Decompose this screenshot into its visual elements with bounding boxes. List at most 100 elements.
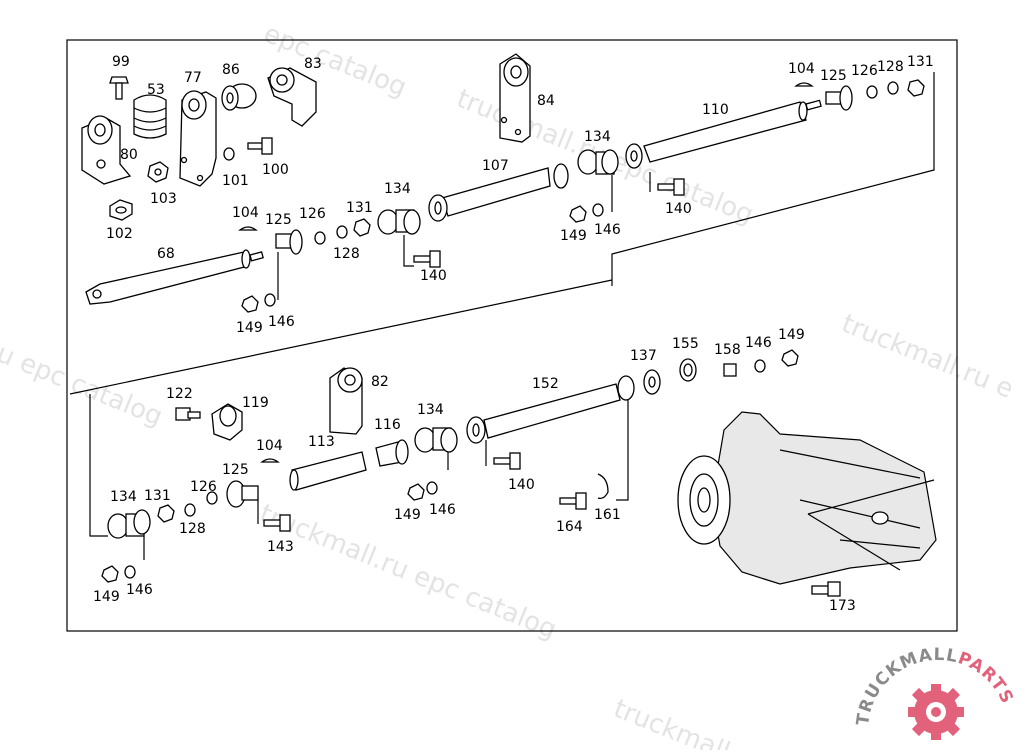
label-140c: 140 — [508, 477, 535, 493]
nut-131b — [353, 218, 371, 237]
nut-149e — [781, 349, 799, 367]
label-158: 158 — [714, 342, 741, 358]
shaft-110 — [643, 101, 807, 163]
label-149c: 149 — [778, 327, 805, 343]
label-126a: 126 — [851, 63, 878, 79]
label-80: 80 — [120, 147, 138, 163]
joint-134 — [577, 149, 599, 175]
key-104 — [794, 82, 814, 87]
mounting-parts — [81, 53, 531, 221]
label-107: 107 — [482, 158, 509, 174]
washer-128b — [336, 225, 348, 239]
label-134a: 134 — [584, 129, 611, 145]
label-100: 100 — [262, 162, 289, 178]
label-161: 161 — [594, 507, 621, 523]
label-134c: 134 — [417, 402, 444, 418]
nut-149b — [241, 295, 259, 313]
label-104b: 104 — [232, 205, 259, 221]
gear-icon — [908, 684, 964, 740]
label-128c: 128 — [179, 521, 206, 537]
shaft-113 — [291, 451, 367, 491]
label-104c: 104 — [256, 438, 283, 454]
label-137: 137 — [630, 348, 657, 364]
washer-146e — [754, 359, 766, 373]
clip-161 — [597, 473, 609, 500]
washer-126 — [866, 85, 878, 99]
label-140b: 140 — [420, 268, 447, 284]
bolt-99 — [109, 76, 129, 84]
nut-149 — [569, 205, 587, 223]
label-140a: 140 — [665, 201, 692, 217]
nut-131 — [907, 79, 925, 97]
plug-158 — [723, 363, 737, 377]
shaft-152 — [483, 383, 621, 439]
label-83: 83 — [304, 56, 322, 72]
label-149a: 149 — [560, 228, 587, 244]
shaft-assembly-68 — [85, 209, 441, 313]
label-84: 84 — [537, 93, 555, 109]
nut-131c — [157, 504, 175, 523]
joint-134c — [414, 427, 436, 453]
shaft-107 — [441, 167, 551, 217]
label-173: 173 — [829, 598, 856, 614]
housing-body — [711, 411, 937, 585]
watermark-bottom: truckmall.ru — [609, 694, 767, 750]
washer-128c — [184, 503, 196, 517]
label-149d: 149 — [394, 507, 421, 523]
label-125c: 125 — [222, 462, 249, 478]
label-99: 99 — [112, 54, 130, 70]
label-101: 101 — [222, 173, 249, 189]
divider-line — [69, 279, 613, 395]
label-152: 152 — [532, 376, 559, 392]
label-116: 116 — [374, 417, 401, 433]
washer-126c — [206, 491, 218, 505]
label-146c: 146 — [745, 335, 772, 351]
label-77: 77 — [184, 70, 202, 86]
label-82: 82 — [371, 374, 389, 390]
label-164: 164 — [556, 519, 583, 535]
shaft-assembly-152 — [466, 349, 799, 510]
washer-128 — [887, 81, 899, 95]
label-125b: 125 — [265, 212, 292, 228]
label-102: 102 — [106, 226, 133, 242]
label-146a: 146 — [594, 222, 621, 238]
transmission-housing — [677, 411, 937, 597]
label-128b: 128 — [333, 246, 360, 262]
joint-134b — [377, 209, 399, 235]
label-125a: 125 — [820, 68, 847, 84]
nut-149c — [407, 483, 425, 501]
washer-146b — [264, 293, 276, 307]
washer-146d — [124, 565, 136, 579]
label-110: 110 — [702, 102, 729, 118]
label-86: 86 — [222, 62, 240, 78]
truckmall-parts-logo: TRUCKMALLPARTS — [853, 645, 1016, 740]
label-131a: 131 — [907, 54, 934, 70]
washer-101 — [223, 147, 235, 161]
washer-146 — [592, 203, 604, 217]
lower-left-parts — [101, 367, 458, 583]
label-131c: 131 — [144, 488, 171, 504]
label-146b: 146 — [268, 314, 295, 330]
nut-149d — [101, 565, 119, 583]
washer-126b — [314, 231, 326, 245]
label-149b: 149 — [236, 320, 263, 336]
label-146e: 146 — [126, 582, 153, 598]
watermark-right: truckmall.ru e — [837, 309, 1017, 405]
label-53: 53 — [147, 82, 165, 98]
label-126c: 126 — [190, 479, 217, 495]
label-103: 103 — [150, 191, 177, 207]
part-labels: 99 53 77 86 83 84 80 103 101 100 102 104… — [93, 54, 934, 614]
key-104c — [260, 458, 280, 463]
leader-left — [89, 394, 108, 537]
key-104b — [238, 226, 258, 231]
washer-146c — [426, 481, 438, 495]
joint-134d — [107, 513, 129, 539]
label-155: 155 — [672, 336, 699, 352]
label-134d: 134 — [110, 489, 137, 505]
label-119: 119 — [242, 395, 269, 411]
label-68: 68 — [157, 246, 175, 262]
label-131b: 131 — [346, 200, 373, 216]
label-143: 143 — [267, 539, 294, 555]
label-128a: 128 — [877, 59, 904, 75]
